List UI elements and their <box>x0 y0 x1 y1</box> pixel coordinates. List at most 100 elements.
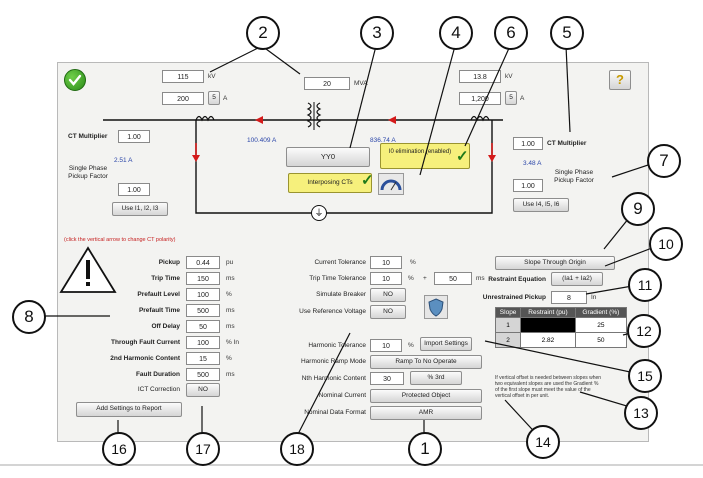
zero-elimination-button[interactable]: I0 elimination (enabled) <box>380 143 470 169</box>
pickup-factor-left-input[interactable]: 1.00 <box>118 183 150 196</box>
setting-label: Off Delay <box>151 323 180 330</box>
setting-input[interactable]: 100 <box>186 336 220 349</box>
setting-input[interactable]: 50 <box>186 320 220 333</box>
vector-group-button[interactable]: YY0 <box>286 147 370 167</box>
simulate-breaker-button[interactable]: NO <box>370 288 406 302</box>
gradient-cell[interactable]: 25 <box>574 317 628 333</box>
ct-polarity-hint: (click the vertical arrow to change CT p… <box>64 237 176 243</box>
unrestrained-pickup-input[interactable]: 8 <box>551 291 587 304</box>
table-row[interactable]: 2 2.82 50 <box>494 332 628 348</box>
mva-input[interactable]: 20 <box>304 77 350 90</box>
test-setup-panel: ? 115 kV 200 5 A 20 MVA 13.8 kV 1,200 5 … <box>57 62 649 442</box>
amps-left-input[interactable]: 200 <box>162 92 204 105</box>
nominal-current-button[interactable]: Protected Object <box>370 389 482 403</box>
interposing-cts-label: Interposing CTs <box>307 179 353 186</box>
harmonic-tolerance-unit: % <box>408 342 414 349</box>
kv-left-unit: kV <box>208 73 216 80</box>
callout-16: 16 <box>102 432 136 466</box>
one-line-diagram <box>103 102 503 214</box>
simulate-breaker-label: Simulate Breaker <box>316 291 366 298</box>
setting-label: Through Fault Current <box>111 339 180 346</box>
harmonic-tolerance-label: Harmonic Tolerance <box>308 342 366 349</box>
left-amps-readout: 2.51 A <box>114 157 133 164</box>
setting-unit: pu <box>226 259 234 266</box>
trip-time-tolerance-unit: % <box>408 275 414 282</box>
interposing-cts-button[interactable]: Interposing CTs <box>288 173 372 193</box>
callout-2: 2 <box>246 16 280 50</box>
callout-14: 14 <box>526 425 560 459</box>
current-tolerance-input[interactable]: 10 <box>370 256 402 269</box>
use-i4-i5-i6-button[interactable]: Use I4, I5, I6 <box>513 198 569 212</box>
unrestrained-pickup-label: Unrestrained Pickup <box>482 294 546 301</box>
amps-left-stepper[interactable]: 5 <box>208 91 220 105</box>
amps-right-input[interactable]: 1,200 <box>459 92 501 105</box>
slope-table[interactable]: Slope Restraint (pu) Gradient (%) 1 25 2… <box>494 307 628 348</box>
trip-time-plus: + <box>423 275 427 282</box>
slope-number-cell: 2 <box>494 332 522 348</box>
setting-input[interactable]: 15 <box>186 352 220 365</box>
mva-unit: MVA <box>354 80 368 87</box>
callout-5: 5 <box>550 16 584 50</box>
import-settings-button[interactable]: Import Settings <box>420 337 472 351</box>
setting-input[interactable]: 500 <box>186 304 220 317</box>
kv-left-input[interactable]: 115 <box>162 70 204 83</box>
setting-input[interactable]: 0.44 <box>186 256 220 269</box>
callout-6: 6 <box>494 16 528 50</box>
use-reference-voltage-label: Use Reference Voltage <box>299 308 366 315</box>
interposing-check-icon: ✓ <box>361 172 374 189</box>
restraint-cell[interactable]: 2.82 <box>520 332 576 348</box>
green-check-icon[interactable] <box>64 69 86 91</box>
setting-label: Prefault Time <box>138 307 180 314</box>
setting-label: Trip Time <box>151 275 180 282</box>
ct-multiplier-right-input[interactable]: 1.00 <box>513 137 543 150</box>
setting-label: Pickup <box>158 259 180 266</box>
zero-elimination-check-icon: ✓ <box>456 148 469 165</box>
trip-time-tolerance-input[interactable]: 10 <box>370 272 402 285</box>
nth-harmonic-order-button[interactable]: % 3rd <box>410 371 462 385</box>
pickup-factor-right-input[interactable]: 1.00 <box>513 179 543 192</box>
add-settings-to-report-button[interactable]: Add Settings to Report <box>76 402 182 417</box>
setting-unit: % <box>226 291 232 298</box>
setting-input[interactable]: 100 <box>186 288 220 301</box>
help-button[interactable]: ? <box>609 70 631 90</box>
pickup-factor-left-label: Single Phase Pickup Factor <box>68 165 108 180</box>
setting-unit: % <box>226 355 232 362</box>
shield-icon[interactable] <box>424 295 448 319</box>
warning-icon <box>59 246 117 293</box>
nominal-current-label: Nominal Current <box>318 392 366 399</box>
gauge-icon[interactable] <box>378 173 404 195</box>
gradient-cell[interactable]: 50 <box>574 332 628 348</box>
amps-left-unit: A <box>223 95 228 102</box>
harmonic-tolerance-input[interactable]: 10 <box>370 339 402 352</box>
kv-right-input[interactable]: 13.8 <box>459 70 501 83</box>
trip-time-tolerance-ms-unit: ms <box>476 275 485 282</box>
callout-11: 11 <box>628 268 662 302</box>
setting-input[interactable]: 150 <box>186 272 220 285</box>
current-left-readout: 100.409 A <box>247 137 277 144</box>
amps-right-stepper[interactable]: 5 <box>505 91 517 105</box>
ground-symbol-icon: ⏚ <box>311 205 327 221</box>
trip-time-tolerance-ms-input[interactable]: 50 <box>434 272 472 285</box>
restraint-equation-label: Restraint Equation <box>488 276 546 283</box>
restraint-equation-button[interactable]: (Ia1 + Ia2) <box>551 272 603 286</box>
ict-correction-button[interactable]: NO <box>186 383 220 397</box>
setting-label: 2nd Harmonic Content <box>110 355 180 362</box>
setting-unit: ms <box>226 323 235 330</box>
callout-18: 18 <box>280 432 314 466</box>
use-i1-i2-i3-button[interactable]: Use I1, I2, I3 <box>112 202 168 216</box>
harmonic-ramp-mode-button[interactable]: Ramp To No Operate <box>370 355 482 369</box>
use-reference-voltage-button[interactable]: NO <box>370 305 406 319</box>
setting-unit: ms <box>226 307 235 314</box>
setting-input[interactable]: 500 <box>186 368 220 381</box>
callout-13: 13 <box>624 396 658 430</box>
ct-multiplier-left-input[interactable]: 1.00 <box>118 130 150 143</box>
callout-15: 15 <box>628 359 662 393</box>
unrestrained-pickup-unit: In <box>591 294 597 301</box>
slope-note: If vertical offset is needed between slo… <box>495 375 602 399</box>
nominal-data-format-button[interactable]: AMR <box>370 406 482 420</box>
current-right-readout: 836.74 A <box>370 137 396 144</box>
setting-label: Prefault Level <box>137 291 180 298</box>
nth-harmonic-content-input[interactable]: 30 <box>370 372 404 385</box>
ct-multiplier-left-label: CT Multiplier <box>68 133 108 140</box>
